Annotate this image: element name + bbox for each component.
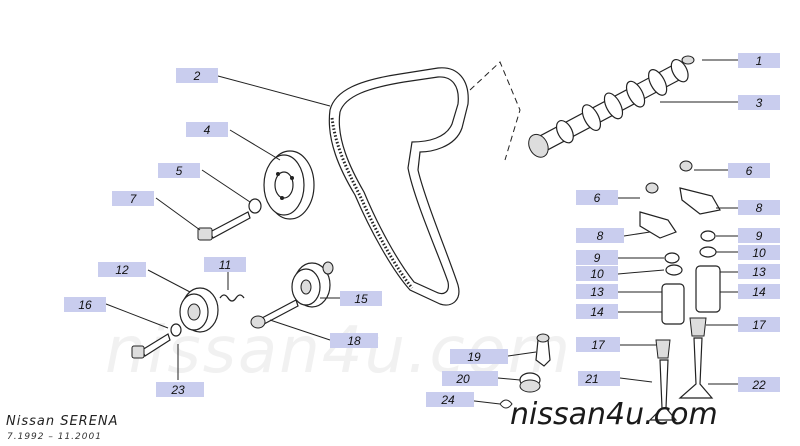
callout-16: 16 — [78, 298, 92, 312]
callout-6b: 6 — [594, 191, 601, 205]
callout-24: 24 — [440, 393, 455, 407]
callout-9b: 9 — [594, 251, 601, 265]
callout-17a: 17 — [752, 318, 767, 332]
callout-13a: 13 — [752, 265, 766, 279]
callout-3: 3 — [756, 96, 763, 110]
callout-18: 18 — [347, 334, 361, 348]
callout-10b: 10 — [590, 267, 604, 281]
timing-belt — [328, 67, 469, 306]
sprocket-washer — [248, 198, 262, 214]
vehicle-model: Nissan SERENA — [6, 414, 119, 429]
callout-1: 1 — [756, 54, 763, 68]
callout-7: 7 — [130, 192, 138, 206]
callout-22: 22 — [751, 378, 766, 392]
camshaft — [528, 58, 689, 158]
tensioner-spring — [219, 294, 245, 302]
production-years: 7.1992 – 11.2001 — [7, 432, 102, 442]
callout-21: 21 — [584, 372, 598, 386]
callout-4: 4 — [204, 123, 211, 137]
watermark-small: nissan4u.com — [510, 397, 718, 432]
cam-plug — [681, 55, 695, 65]
idler-pulley — [291, 261, 334, 308]
callout-8a: 8 — [756, 201, 763, 215]
camshaft-sprocket — [263, 150, 315, 220]
callout-19: 19 — [467, 350, 481, 364]
callout-10a: 10 — [752, 246, 766, 260]
adjuster-parts — [499, 333, 551, 409]
callout-9a: 9 — [756, 229, 763, 243]
leader-lines — [105, 59, 738, 405]
callout-5: 5 — [176, 164, 183, 178]
sprocket-bolt — [197, 211, 251, 241]
callout-13b: 13 — [590, 285, 604, 299]
callout-17b: 17 — [591, 338, 606, 352]
callout-23: 23 — [170, 383, 185, 397]
callout-14a: 14 — [752, 285, 766, 299]
callout-11: 11 — [219, 258, 231, 272]
callout-12: 12 — [115, 263, 129, 277]
callout-6a: 6 — [746, 164, 753, 178]
callout-20: 20 — [455, 372, 470, 386]
tensioner-pulley — [179, 287, 219, 333]
callout-labels: 2 1 3 4 5 6 6 7 8 8 9 9 10 10 11 12 13 1… — [64, 53, 780, 407]
callout-14b: 14 — [590, 305, 604, 319]
idler-bolt — [250, 299, 299, 329]
tensioner-bolt — [131, 333, 171, 359]
callout-8b: 8 — [597, 229, 604, 243]
callout-2: 2 — [193, 69, 201, 83]
valve-train — [639, 160, 721, 421]
tensioner-washer — [170, 323, 182, 337]
callout-15: 15 — [354, 292, 368, 306]
